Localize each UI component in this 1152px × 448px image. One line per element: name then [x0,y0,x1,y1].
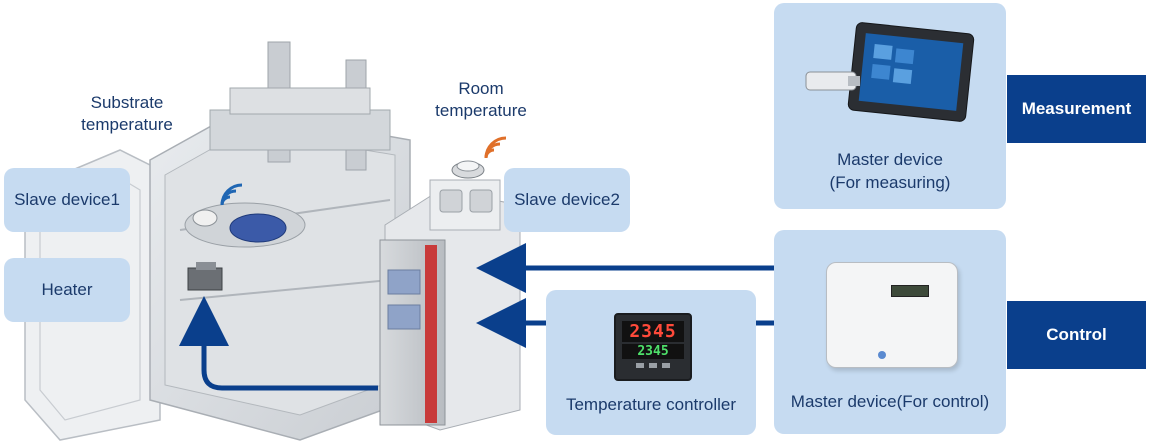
wifi-icon-substrate-sensor [220,183,243,206]
control-tag: Control [1007,301,1146,369]
control-device-led [878,351,886,359]
arrow-cabinet-to-heater [179,296,378,391]
master-measuring-label: Master device (For measuring) [829,150,951,193]
substrate-temperature-label: Substrate temperature [81,93,173,135]
master-control-label: Master device(For control) [790,392,990,412]
control-master-device [826,262,958,368]
controller-display-top: 2345 [622,321,684,342]
heater-label: Heater [41,279,93,299]
temperature-controller-device: 2345 2345 [614,313,692,381]
slave-device2-label: Slave device2 [514,189,620,209]
slave-device1-box: Slave device1 [4,168,130,232]
wifi-icon-room-sensor [484,136,507,159]
heater-box: Heater [4,258,130,322]
slave-device1-label: Slave device1 [14,189,120,209]
controller-display-bottom: 2345 [622,344,684,359]
temperature-controller-label: Temperature controller [565,395,737,415]
slave-device2-box: Slave device2 [504,168,630,232]
measurement-tag: Measurement [1007,75,1146,143]
control-device-display [891,285,929,297]
room-temperature-label: Room temperature [435,79,527,121]
